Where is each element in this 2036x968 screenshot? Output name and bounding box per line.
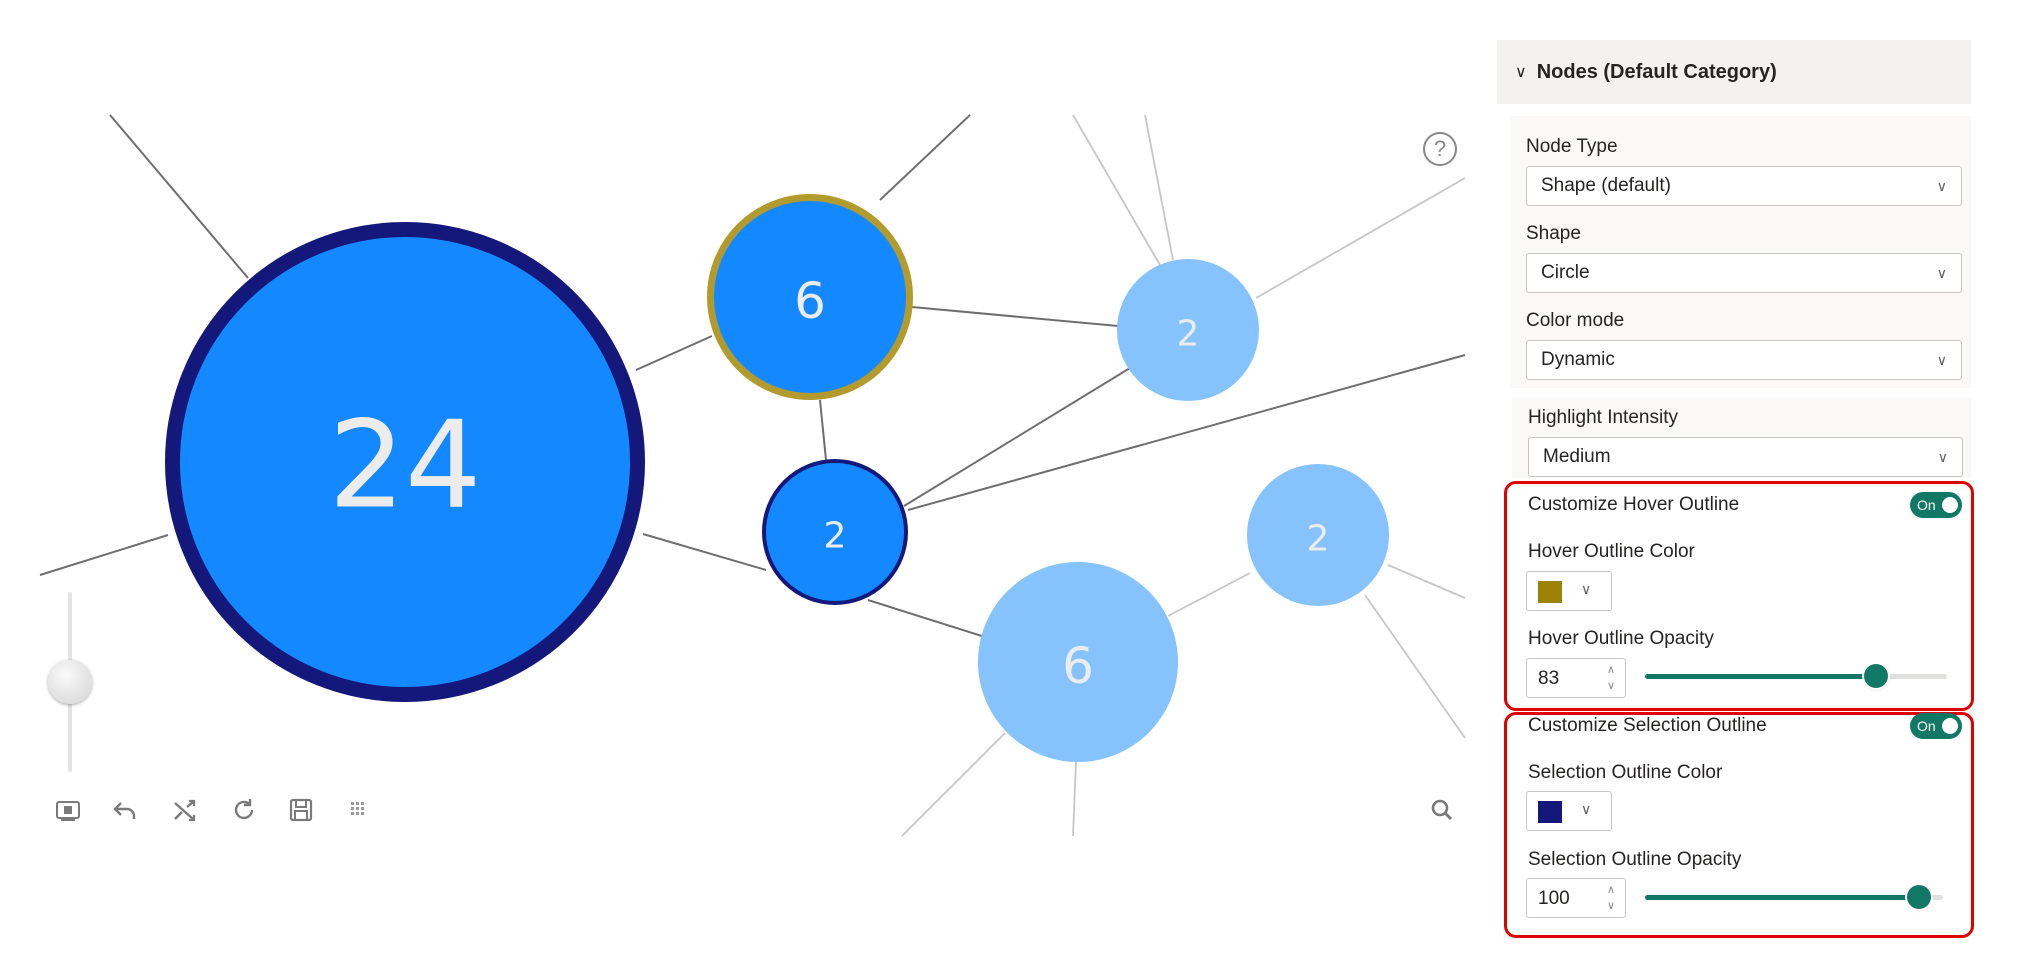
graph-edge: [642, 533, 767, 571]
graph-node-circle[interactable]: [165, 222, 645, 702]
search-icon[interactable]: [1424, 792, 1460, 828]
slider-thumb[interactable]: [1864, 664, 1888, 688]
stepper-down-icon[interactable]: ∨: [1606, 900, 1615, 912]
chevron-down-icon: ∨: [1581, 581, 1592, 597]
selection-outline-toggle[interactable]: On: [1910, 713, 1962, 739]
graph-edge: [1167, 572, 1251, 617]
hover-opacity-input[interactable]: 83 ∧ ∨: [1526, 658, 1626, 698]
hover-opacity-slider[interactable]: [1645, 661, 1947, 691]
slider-thumb[interactable]: [1907, 885, 1931, 909]
graph-node-label: 2: [824, 516, 847, 557]
grid-icon[interactable]: [341, 792, 377, 828]
graph-edge: [907, 354, 1466, 511]
graph-edge: [879, 114, 971, 201]
graph-edge: [819, 399, 827, 461]
chevron-down-icon: ∨: [1936, 351, 1947, 368]
graph-edge: [903, 367, 1131, 507]
selection-outline-color-label: Selection Outline Color: [1528, 762, 1723, 783]
chevron-down-icon: ∨: [1937, 448, 1948, 465]
color-swatch: [1538, 581, 1562, 603]
graph-nodes: 24 6 2 2 2 6: [165, 194, 1389, 762]
graph-node[interactable]: 2: [1117, 259, 1259, 401]
selection-outline-toggle-label: Customize Selection Outline: [1528, 715, 1767, 736]
graph-node-label: 6: [794, 272, 826, 330]
color-swatch: [1538, 801, 1562, 823]
stepper-down-icon[interactable]: ∨: [1606, 680, 1615, 692]
shape-label: Shape: [1526, 223, 1581, 244]
refresh-icon[interactable]: [226, 792, 262, 828]
graph-node-circle[interactable]: [1117, 259, 1259, 401]
graph-node-circle[interactable]: [1247, 464, 1389, 606]
graph-edge: [1144, 114, 1174, 261]
highlight-intensity-label: Highlight Intensity: [1528, 407, 1678, 428]
nodes-section-header[interactable]: ∨ Nodes (Default Category): [1497, 40, 1971, 104]
selection-outline-opacity-label: Selection Outline Opacity: [1528, 849, 1742, 870]
graph-edge: [1255, 177, 1466, 299]
chevron-down-icon: ∨: [1936, 264, 1947, 281]
selection-opacity-slider[interactable]: [1645, 882, 1943, 912]
shape-dropdown[interactable]: Circle∨: [1526, 253, 1962, 293]
graph-node[interactable]: 2: [762, 459, 908, 605]
graph-edge: [635, 335, 713, 371]
graph-edge: [109, 114, 249, 279]
graph-node[interactable]: 24: [165, 222, 645, 702]
graph-node-circle[interactable]: [762, 459, 908, 605]
graph-edge: [867, 599, 986, 638]
graph-edge: [39, 534, 169, 576]
color-mode-dropdown[interactable]: Dynamic∨: [1526, 340, 1962, 380]
selection-opacity-input[interactable]: 100 ∧ ∨: [1526, 878, 1626, 918]
fit-view-icon[interactable]: [50, 792, 86, 828]
stepper-up-icon[interactable]: ∧: [1606, 664, 1615, 676]
graph-node-label: 24: [329, 397, 482, 536]
hover-outline-color-label: Hover Outline Color: [1528, 541, 1695, 562]
hover-outline-opacity-label: Hover Outline Opacity: [1528, 628, 1714, 649]
graph-edges: [39, 114, 1466, 837]
graph-edge: [911, 306, 1119, 327]
hover-outline-toggle[interactable]: On: [1910, 492, 1962, 518]
chevron-down-icon: ∨: [1581, 801, 1592, 817]
selection-outline-group: [1504, 712, 1974, 938]
help-icon[interactable]: ?: [1423, 132, 1457, 166]
color-mode-label: Color mode: [1526, 310, 1625, 331]
graph-node-label: 2: [1177, 314, 1200, 355]
undo-icon[interactable]: [108, 792, 144, 828]
chevron-down-icon: ∨: [1515, 64, 1527, 81]
graph-node[interactable]: 6: [978, 562, 1178, 762]
graph-edge: [1387, 564, 1466, 599]
chevron-down-icon: ∨: [1936, 177, 1947, 194]
selection-outline-color-picker[interactable]: ∨: [1526, 791, 1612, 831]
node-type-dropdown[interactable]: Shape (default)∨: [1526, 166, 1962, 206]
graph-node-label: 6: [1062, 637, 1094, 695]
network-graph-canvas[interactable]: 24 6 2 2 2 6: [0, 0, 1475, 850]
graph-edge: [1364, 594, 1466, 739]
graph-edge: [901, 732, 1006, 837]
graph-edge: [1072, 114, 1161, 266]
stepper-up-icon[interactable]: ∧: [1606, 884, 1615, 896]
graph-edge: [1072, 761, 1077, 837]
save-icon[interactable]: [283, 792, 319, 828]
graph-node-circle[interactable]: [978, 562, 1178, 762]
zoom-slider-thumb[interactable]: [48, 660, 92, 704]
hover-outline-color-picker[interactable]: ∨: [1526, 571, 1612, 611]
hover-outline-toggle-label: Customize Hover Outline: [1528, 494, 1740, 515]
hover-outline-group: [1504, 481, 1974, 711]
highlight-intensity-dropdown[interactable]: Medium∨: [1528, 437, 1963, 477]
graph-node[interactable]: 6: [707, 194, 913, 400]
graph-node-circle[interactable]: [707, 194, 913, 400]
node-type-label: Node Type: [1526, 136, 1618, 157]
shuffle-icon[interactable]: [167, 792, 203, 828]
graph-node-label: 2: [1307, 519, 1330, 560]
graph-node[interactable]: 2: [1247, 464, 1389, 606]
